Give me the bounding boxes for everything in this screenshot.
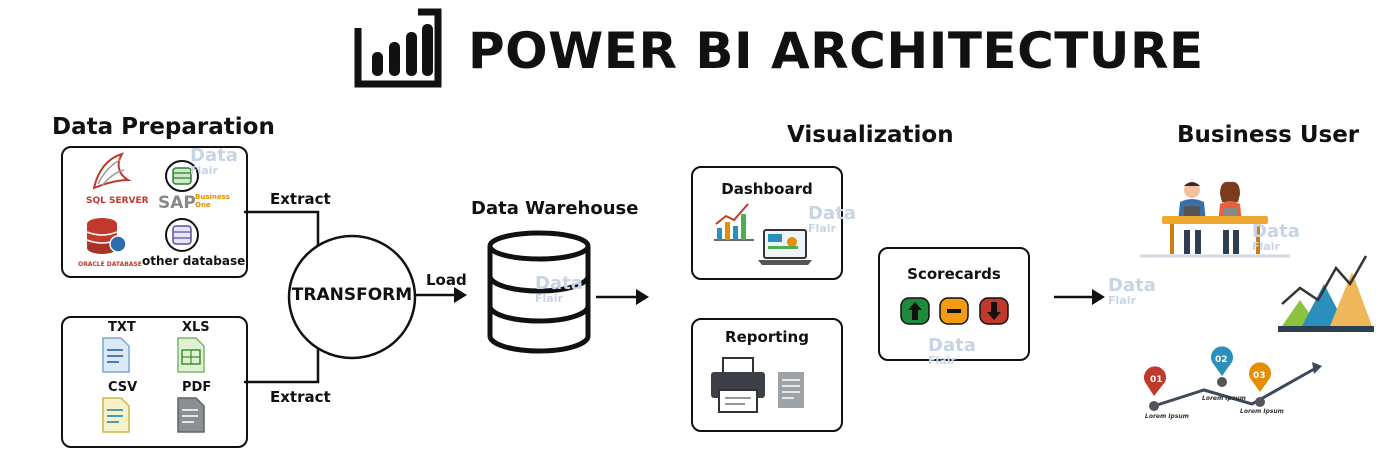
dashboard-label: Dashboard <box>721 180 813 198</box>
bar-chart-icon <box>714 203 754 241</box>
csv-file-icon <box>102 397 130 433</box>
other-database-label: other database <box>142 254 246 268</box>
page-title: POWER BI ARCHITECTURE <box>468 22 1204 80</box>
sap-database-icon <box>165 160 199 192</box>
timeline-step-2: 02 <box>1215 355 1228 365</box>
data-warehouse-icon <box>487 230 591 354</box>
timeline-caption-1: Lorem Ipsum <box>1145 413 1189 420</box>
pdf-label: PDF <box>182 380 212 395</box>
neutral-dash-icon <box>939 297 969 325</box>
load-label: Load <box>426 271 467 289</box>
extract-top-label: Extract <box>270 190 331 208</box>
scorecards-label: Scorecards <box>907 265 1001 283</box>
business-user-heading: Business User <box>1177 122 1360 148</box>
laptop-icon <box>758 229 812 265</box>
reporting-label: Reporting <box>725 328 809 346</box>
timeline-step-3: 03 <box>1253 371 1266 381</box>
txt-label: TXT <box>108 320 136 335</box>
up-arrow-icon <box>900 297 930 325</box>
printer-icon <box>711 357 765 413</box>
timeline-roadmap-icon <box>1144 346 1322 411</box>
txt-file-icon <box>102 337 130 373</box>
power-bi-logo-icon <box>354 8 442 88</box>
sap-business-one-label: Business One <box>195 193 230 209</box>
pdf-file-icon <box>177 397 205 433</box>
timeline-caption-2: Lorem Ipsum <box>1202 395 1246 402</box>
oracle-database-label: ORACLE DATABASE <box>78 261 142 268</box>
extract-bottom-label: Extract <box>270 388 331 406</box>
mountain-chart-icon <box>1278 255 1374 332</box>
csv-label: CSV <box>108 380 138 395</box>
sql-server-label: SQL SERVER <box>86 196 149 206</box>
file-sources-box <box>61 316 248 448</box>
down-arrow-icon <box>979 297 1009 325</box>
report-document-icon <box>778 372 804 408</box>
transform-label: TRANSFORM <box>291 285 413 305</box>
xls-file-icon <box>177 337 205 373</box>
oracle-database-icon <box>86 218 127 254</box>
sap-label: SAP <box>158 193 196 213</box>
other-database-icon <box>165 218 199 252</box>
data-warehouse-heading: Data Warehouse <box>471 198 639 219</box>
timeline-caption-3: Lorem Ipsum <box>1240 408 1284 415</box>
data-preparation-heading: Data Preparation <box>52 114 275 140</box>
business-users-icon <box>1140 181 1290 258</box>
xls-label: XLS <box>182 320 210 335</box>
timeline-step-1: 01 <box>1150 375 1163 385</box>
visualization-heading: Visualization <box>787 122 954 148</box>
sql-server-icon <box>92 152 132 190</box>
transform-circle <box>287 234 417 360</box>
